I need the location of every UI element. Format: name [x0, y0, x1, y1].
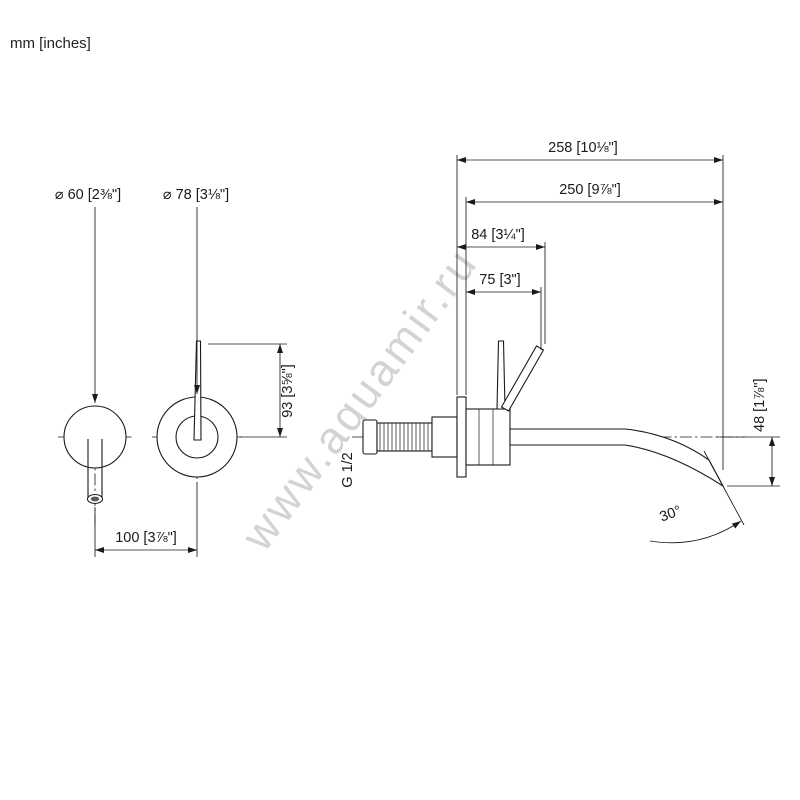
spout-outlet-bore [90, 496, 100, 502]
spout-angle-arc [649, 520, 742, 544]
dim-spout-projection: 250 [9⅞"] [559, 182, 621, 198]
handle-lever-front [193, 340, 202, 441]
inlet-thread [376, 422, 433, 452]
body-seams [478, 409, 494, 465]
thread-hatching [379, 423, 429, 451]
wall-escutcheon-side [456, 396, 467, 478]
faucet-side-view [362, 340, 725, 488]
dim-handle-escutcheon-diameter: ⌀ 78 [3⅛"] [163, 187, 229, 203]
dim-lever-reach-outer: 84 [3¼"] [471, 227, 525, 243]
thread-size-label: G 1/2 [340, 452, 356, 487]
side-view-dimensions [456, 155, 780, 544]
mixer-body-side [465, 408, 511, 466]
spout-tube-front [87, 439, 103, 497]
dim-lever-height: 93 [3⅝"] [280, 364, 296, 418]
dim-center-distance: 100 [3⅞"] [115, 530, 177, 546]
spout-angle-label: 30° [658, 503, 684, 526]
handle-lever-side-tilted [500, 345, 545, 412]
inlet-end-cap [362, 419, 378, 455]
spout-side [509, 428, 725, 488]
dim-total-projection: 258 [10⅛"] [548, 140, 618, 156]
front-view-dimensions [92, 207, 287, 557]
handle-lever-side-vertical [496, 340, 506, 410]
dim-spout-escutcheon-diameter: ⌀ 60 [2⅜"] [55, 187, 121, 203]
units-label: mm [inches] [10, 35, 91, 52]
watermark-text: www.aquamir.ru [231, 238, 488, 560]
spout-escutcheon-front [63, 405, 127, 505]
spout-escutcheon-circle [63, 405, 127, 469]
dim-lever-reach-inner: 75 [3"] [479, 272, 520, 288]
dim-outlet-drop: 48 [1⅞"] [752, 378, 768, 432]
spout-angle-face-line [703, 450, 745, 526]
mounting-nut [431, 416, 458, 458]
